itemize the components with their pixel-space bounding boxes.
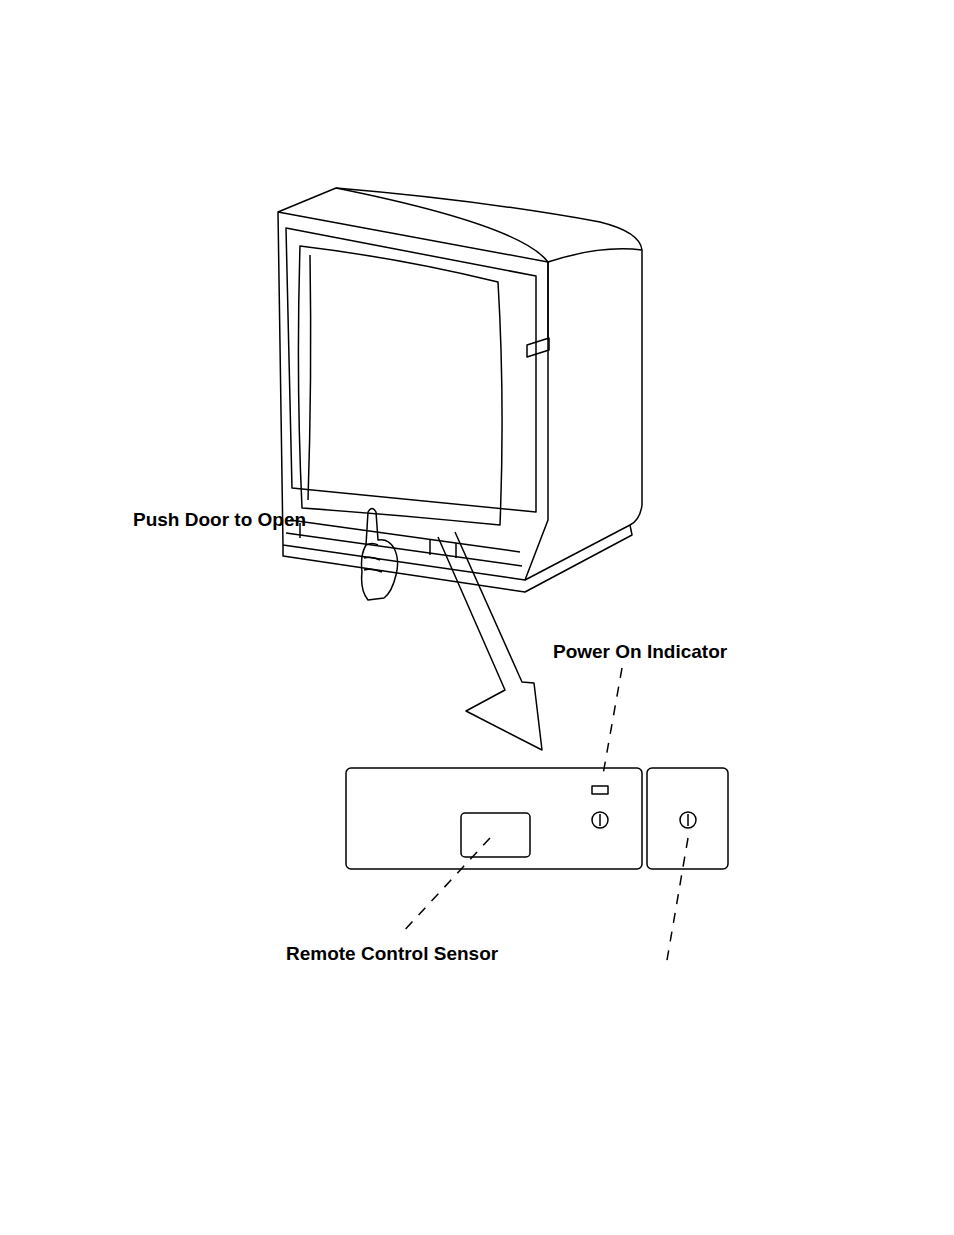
callout-label: Push Door to Open bbox=[133, 510, 306, 531]
callout-label: Remote Control Sensor bbox=[286, 944, 498, 965]
callout-label: Power On Indicator bbox=[553, 642, 727, 663]
